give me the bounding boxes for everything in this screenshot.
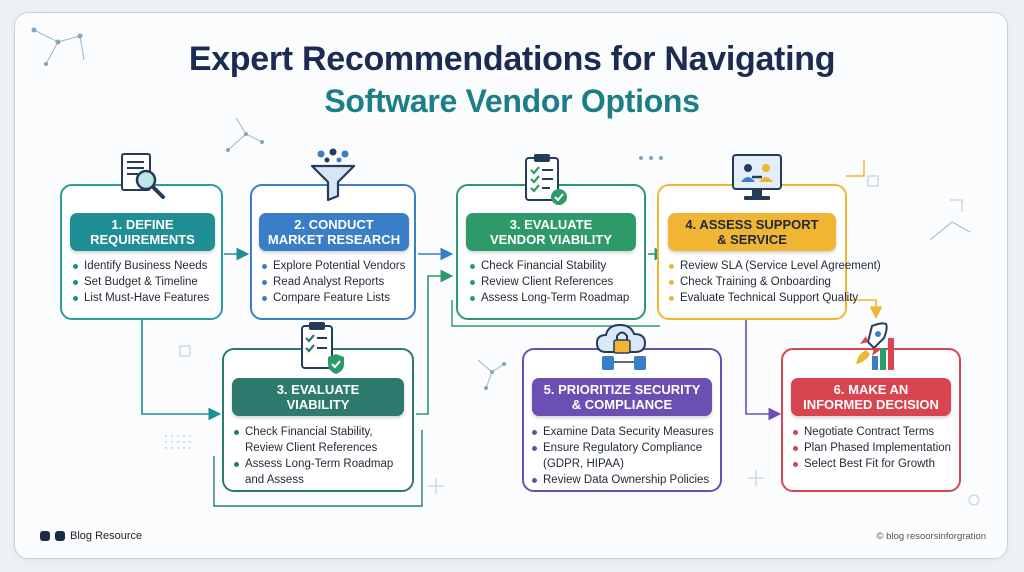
list-item: Review SLA (Service Level Agreement) [669, 258, 881, 274]
step-5-card [522, 348, 722, 492]
step-6-card [781, 348, 961, 492]
rocket-growth-icon [856, 322, 894, 370]
list-item: Review Client References [470, 274, 629, 290]
step-5-header: 5. PRIORITIZE SECURITY & COMPLIANCE [532, 378, 712, 416]
clipboard-check-icon [525, 154, 567, 205]
list-item: Identify Business Needs [73, 258, 209, 274]
document-search-icon [121, 153, 165, 199]
step-3-card [456, 184, 646, 320]
list-item: Evaluate Technical Support Quality [669, 290, 881, 306]
step-1-header: 1. DEFINE REQUIREMENTS [70, 213, 215, 251]
step-5-list: Examine Data Security Measures Ensure Re… [532, 424, 714, 488]
step-3-header: 3. EVALUATE VENDOR VIABILITY [466, 213, 636, 251]
step-2-list: Explore Potential Vendors Read Analyst R… [262, 258, 405, 306]
step-4-header: 4. ASSESS SUPPORT & SERVICE [668, 213, 836, 251]
list-item: Explore Potential Vendors [262, 258, 405, 274]
viability-list: Check Financial Stability, Review Client… [234, 424, 393, 488]
list-item: Plan Phased Implementation [793, 440, 951, 456]
list-item: Assess Long-Term Roadmap [470, 290, 629, 306]
list-item: Examine Data Security Measures [532, 424, 714, 440]
step-6-list: Negotiate Contract Terms Plan Phased Imp… [793, 424, 951, 472]
list-item: Select Best Fit for Growth [793, 456, 951, 472]
cloud-lock-icon [595, 323, 647, 370]
list-item: Ensure Regulatory Compliance (GDPR, HIPA… [532, 440, 714, 472]
support-monitor-icon [732, 154, 782, 200]
step-2-header: 2. CONDUCT MARKET RESEARCH [259, 213, 409, 251]
list-item: Check Financial Stability [470, 258, 629, 274]
list-item: Negotiate Contract Terms [793, 424, 951, 440]
list-item: Check Training & Onboarding [669, 274, 881, 290]
list-item: Read Analyst Reports [262, 274, 405, 290]
footer-brand-label: Blog Resource [70, 530, 143, 542]
funnel-icon [310, 148, 356, 202]
step-6-header: 6. MAKE AN INFORMED DECISION [791, 378, 951, 416]
list-item: Set Budget & Timeline [73, 274, 209, 290]
list-item: Review Data Ownership Policies [532, 472, 714, 488]
title-line-2: Software Vendor Options [324, 83, 700, 119]
clipboard-shield-icon [301, 322, 344, 374]
step-4-list: Review SLA (Service Level Agreement) Che… [669, 258, 881, 306]
step-1-card [60, 184, 223, 320]
brand-logo-icon [40, 531, 50, 541]
footer-credit: © blog resoors⁠inforgration [876, 531, 986, 542]
brand-logo-icon [55, 531, 65, 541]
list-item: Assess Long-Term Roadmap and Assess [234, 456, 393, 488]
step-1-list: Identify Business Needs Set Budget & Tim… [73, 258, 209, 306]
title-line-1: Expert Recommendations for Navigating [188, 40, 836, 78]
viability-card [222, 348, 414, 492]
step-3-list: Check Financial Stability Review Client … [470, 258, 629, 306]
footer-brand: Blog Resource [40, 530, 142, 542]
step-4-card [657, 184, 847, 320]
viability-header: 3. EVALUATE VIABILITY [232, 378, 404, 416]
list-item: List Must-Have Features [73, 290, 209, 306]
list-item: Compare Feature Lists [262, 290, 405, 306]
list-item: Check Financial Stability, Review Client… [234, 424, 393, 456]
